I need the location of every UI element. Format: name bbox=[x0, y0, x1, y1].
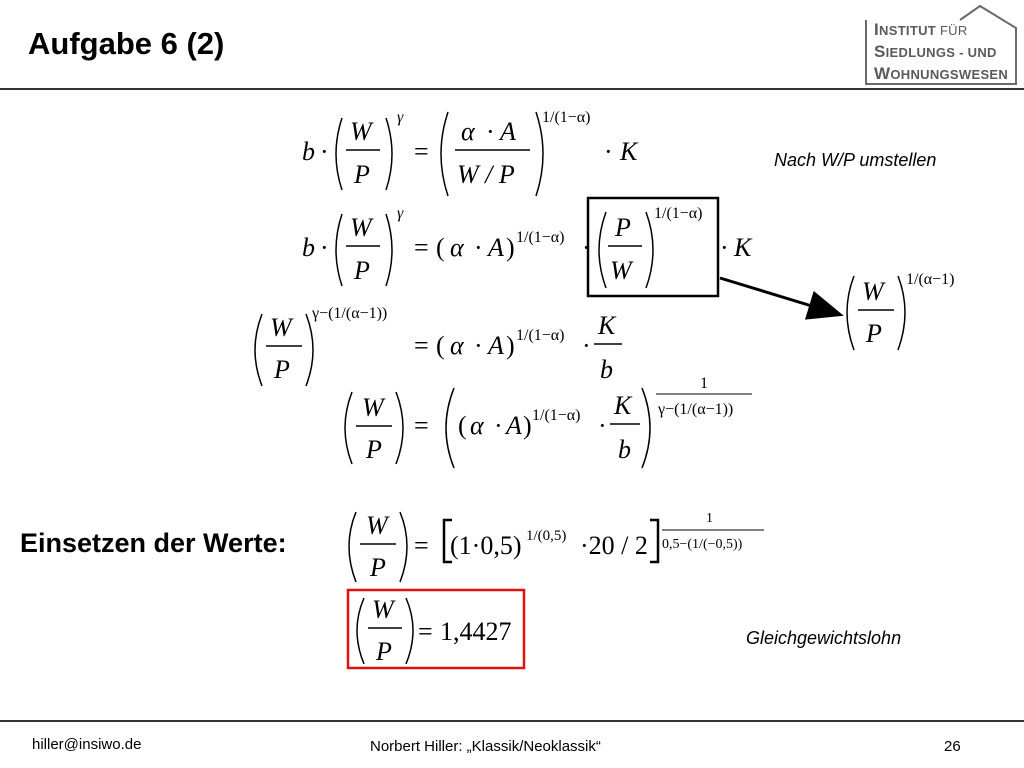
svg-text:K: K bbox=[597, 311, 617, 340]
svg-text:P: P bbox=[273, 355, 290, 384]
svg-text:P: P bbox=[353, 160, 370, 189]
svg-text:1: 1 bbox=[706, 511, 713, 526]
svg-text:A: A bbox=[486, 331, 504, 360]
svg-text:γ−(1/(α−1)): γ−(1/(α−1)) bbox=[657, 401, 733, 418]
svg-text:A: A bbox=[504, 411, 522, 440]
rearranged-term: W P 1/(α−1) bbox=[846, 271, 955, 351]
svg-text:1/(1−α): 1/(1−α) bbox=[516, 327, 565, 344]
svg-text:·: · bbox=[604, 137, 613, 166]
svg-text:W: W bbox=[350, 117, 374, 146]
svg-text:): ) bbox=[506, 331, 515, 360]
svg-text:α: α bbox=[450, 331, 465, 360]
svg-text:1/(1−α): 1/(1−α) bbox=[532, 407, 581, 424]
svg-text:·: · bbox=[474, 233, 483, 262]
house-outline-icon bbox=[865, 4, 1017, 85]
svg-text:·: · bbox=[598, 411, 607, 440]
svg-text:=: = bbox=[414, 411, 429, 440]
svg-text:α: α bbox=[450, 233, 465, 262]
svg-text:·: · bbox=[582, 331, 591, 360]
svg-text:=: = bbox=[418, 617, 433, 646]
svg-text:): ) bbox=[523, 411, 532, 440]
svg-text:): ) bbox=[506, 233, 515, 262]
svg-text:0,5−(1/(−0,5)): 0,5−(1/(−0,5)) bbox=[662, 537, 743, 552]
svg-text:W: W bbox=[270, 313, 294, 342]
logo-line-1: INSTITUT FÜR bbox=[874, 20, 968, 39]
logo-line-3: WOHNUNGSWESEN bbox=[874, 64, 1009, 83]
svg-text:W: W bbox=[362, 393, 386, 422]
svg-text:γ−(1/(α−1)): γ−(1/(α−1)) bbox=[311, 305, 387, 322]
page-title: Aufgabe 6 (2) bbox=[28, 26, 225, 61]
equation-4: W P = ( α · A ) 1/(1−α) · K b 1 γ−(1/(α−… bbox=[344, 375, 752, 469]
svg-text:P: P bbox=[365, 435, 382, 464]
svg-text:=: = bbox=[414, 137, 429, 166]
svg-text:K: K bbox=[613, 391, 633, 420]
logo-line-2: SIEDLUNGS - UND bbox=[874, 42, 997, 61]
svg-text:(: ( bbox=[436, 331, 445, 360]
equation-2: b · W P γ = (1·0,5) ( α · A ) 1/(1−α) · … bbox=[302, 196, 753, 298]
svg-text:1: 1 bbox=[700, 375, 708, 392]
svg-text:W / P: W / P bbox=[457, 160, 515, 189]
note-umstellen: Nach W/P umstellen bbox=[774, 150, 937, 170]
svg-text:·: · bbox=[486, 117, 495, 146]
svg-text:·: · bbox=[320, 137, 329, 166]
svg-text:K: K bbox=[619, 137, 639, 166]
svg-text:1/(1−α): 1/(1−α) bbox=[542, 109, 591, 126]
svg-text:·: · bbox=[494, 411, 503, 440]
svg-text:1/(α−1): 1/(α−1) bbox=[906, 271, 955, 288]
svg-text:γ: γ bbox=[397, 205, 404, 222]
highlight-box bbox=[586, 196, 720, 298]
svg-text:b: b bbox=[618, 435, 631, 464]
svg-text:·20 / 2: ·20 / 2 bbox=[580, 531, 648, 560]
svg-text:1/(1−α): 1/(1−α) bbox=[654, 205, 703, 222]
footer-divider bbox=[0, 720, 1024, 722]
result-value: 1,4427 bbox=[440, 617, 512, 646]
svg-text:b: b bbox=[302, 137, 315, 166]
svg-text:W: W bbox=[862, 277, 886, 306]
arrow-connector bbox=[719, 276, 844, 320]
svg-text:=: = bbox=[414, 531, 429, 560]
result-highlight-box bbox=[346, 588, 526, 670]
footer-email: hiller@insiwo.de bbox=[32, 736, 142, 753]
svg-text:·: · bbox=[474, 331, 483, 360]
svg-text:K: K bbox=[733, 233, 753, 262]
svg-text:(: ( bbox=[458, 411, 467, 440]
svg-text:W: W bbox=[366, 511, 390, 540]
svg-text:P: P bbox=[865, 319, 882, 348]
svg-text:1/(0,5): 1/(0,5) bbox=[526, 528, 566, 544]
svg-text:·: · bbox=[720, 233, 729, 262]
svg-text:α: α bbox=[470, 411, 485, 440]
svg-text:W: W bbox=[372, 595, 396, 624]
institute-logo: INSTITUT FÜR SIEDLUNGS - UND WOHNUNGSWES… bbox=[860, 4, 1020, 88]
svg-text:A: A bbox=[486, 233, 504, 262]
equation-1: b · W P γ = α · A W / P 1/(1−α) · K bbox=[302, 109, 639, 197]
header-divider bbox=[0, 88, 1024, 90]
equation-3: W P γ−(1/(α−1)) = ( α · A ) 1/(1−α) · K … bbox=[254, 305, 622, 387]
svg-text:b: b bbox=[302, 233, 315, 262]
result-equation: W P = 1,4427 bbox=[346, 588, 526, 670]
svg-text:A: A bbox=[498, 117, 516, 146]
svg-text:=: = bbox=[414, 233, 429, 262]
footer-author: Norbert Hiller: „Klassik/Neoklassik“ bbox=[370, 738, 601, 755]
einsetzen-label: Einsetzen der Werte: bbox=[20, 528, 287, 558]
svg-text:γ: γ bbox=[397, 109, 404, 126]
svg-text:(1·0,5): (1·0,5) bbox=[450, 531, 521, 560]
svg-text:P: P bbox=[375, 637, 392, 666]
svg-text:W: W bbox=[610, 256, 634, 285]
svg-text:P: P bbox=[614, 213, 631, 242]
page-number: 26 bbox=[944, 738, 961, 755]
svg-text:(: ( bbox=[436, 233, 445, 262]
svg-text:1/(1−α): 1/(1−α) bbox=[516, 229, 565, 246]
svg-text:·: · bbox=[320, 233, 329, 262]
note-gleichgewichtslohn: Gleichgewichtslohn bbox=[746, 628, 902, 648]
substitution-equation: W P = (1·0,5) 1/(0,5) ·20 / 2 1 0,5−(1/(… bbox=[348, 511, 764, 583]
svg-text:α: α bbox=[461, 117, 476, 146]
svg-text:P: P bbox=[353, 256, 370, 285]
svg-text:b: b bbox=[600, 355, 613, 384]
svg-text:=: = bbox=[414, 331, 429, 360]
svg-text:P: P bbox=[369, 553, 386, 582]
svg-text:W: W bbox=[350, 213, 374, 242]
svg-text:·: · bbox=[582, 233, 591, 262]
